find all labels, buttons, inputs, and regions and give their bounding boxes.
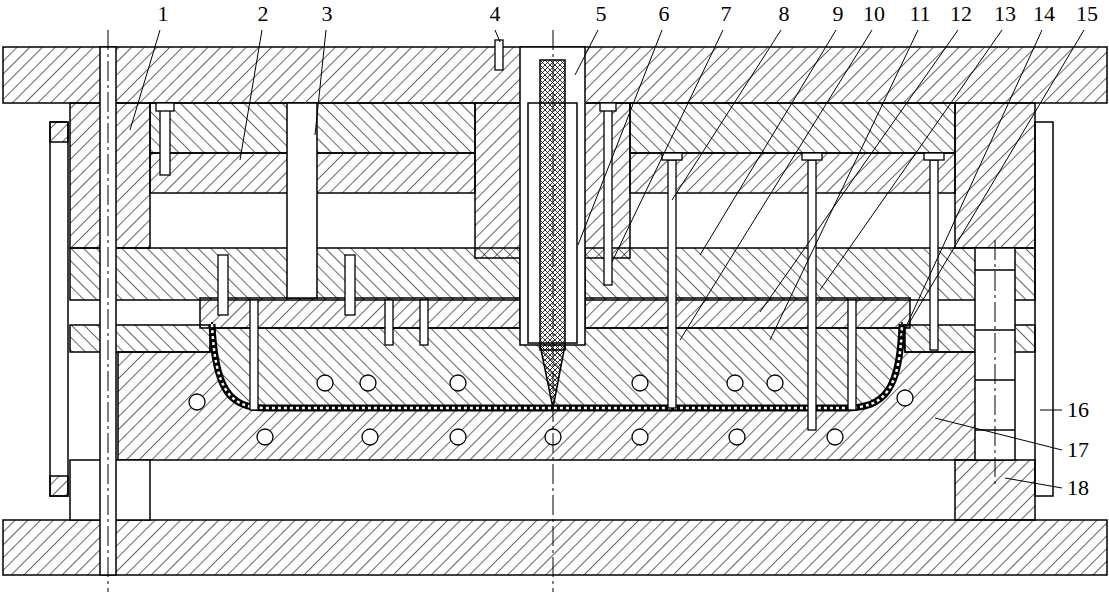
ejector-pins bbox=[156, 40, 944, 430]
callout-number: 10 bbox=[863, 2, 885, 26]
callout-number: 17 bbox=[1067, 438, 1089, 462]
callout-number: 15 bbox=[1076, 2, 1098, 26]
callout-number: 12 bbox=[950, 2, 972, 26]
callout-number: 1 bbox=[158, 2, 169, 26]
callout-number: 6 bbox=[659, 2, 670, 26]
callout-number: 13 bbox=[994, 2, 1016, 26]
callout-number: 9 bbox=[833, 2, 844, 26]
callout-number: 3 bbox=[322, 2, 333, 26]
molded-part bbox=[212, 324, 902, 408]
center-lines bbox=[108, 30, 995, 592]
callout-number: 8 bbox=[779, 2, 790, 26]
callout-number: 5 bbox=[596, 2, 607, 26]
callout-number: 18 bbox=[1067, 476, 1089, 500]
callout-number: 16 bbox=[1067, 398, 1089, 422]
callout-number: 4 bbox=[490, 2, 501, 26]
callout-number: 14 bbox=[1033, 2, 1055, 26]
callout-number: 2 bbox=[258, 2, 269, 26]
callout-number: 7 bbox=[721, 2, 732, 26]
callout-number: 11 bbox=[909, 2, 930, 26]
leader-lines bbox=[130, 30, 1084, 488]
cooling-channels bbox=[189, 375, 913, 445]
mold-plates bbox=[3, 47, 1107, 575]
